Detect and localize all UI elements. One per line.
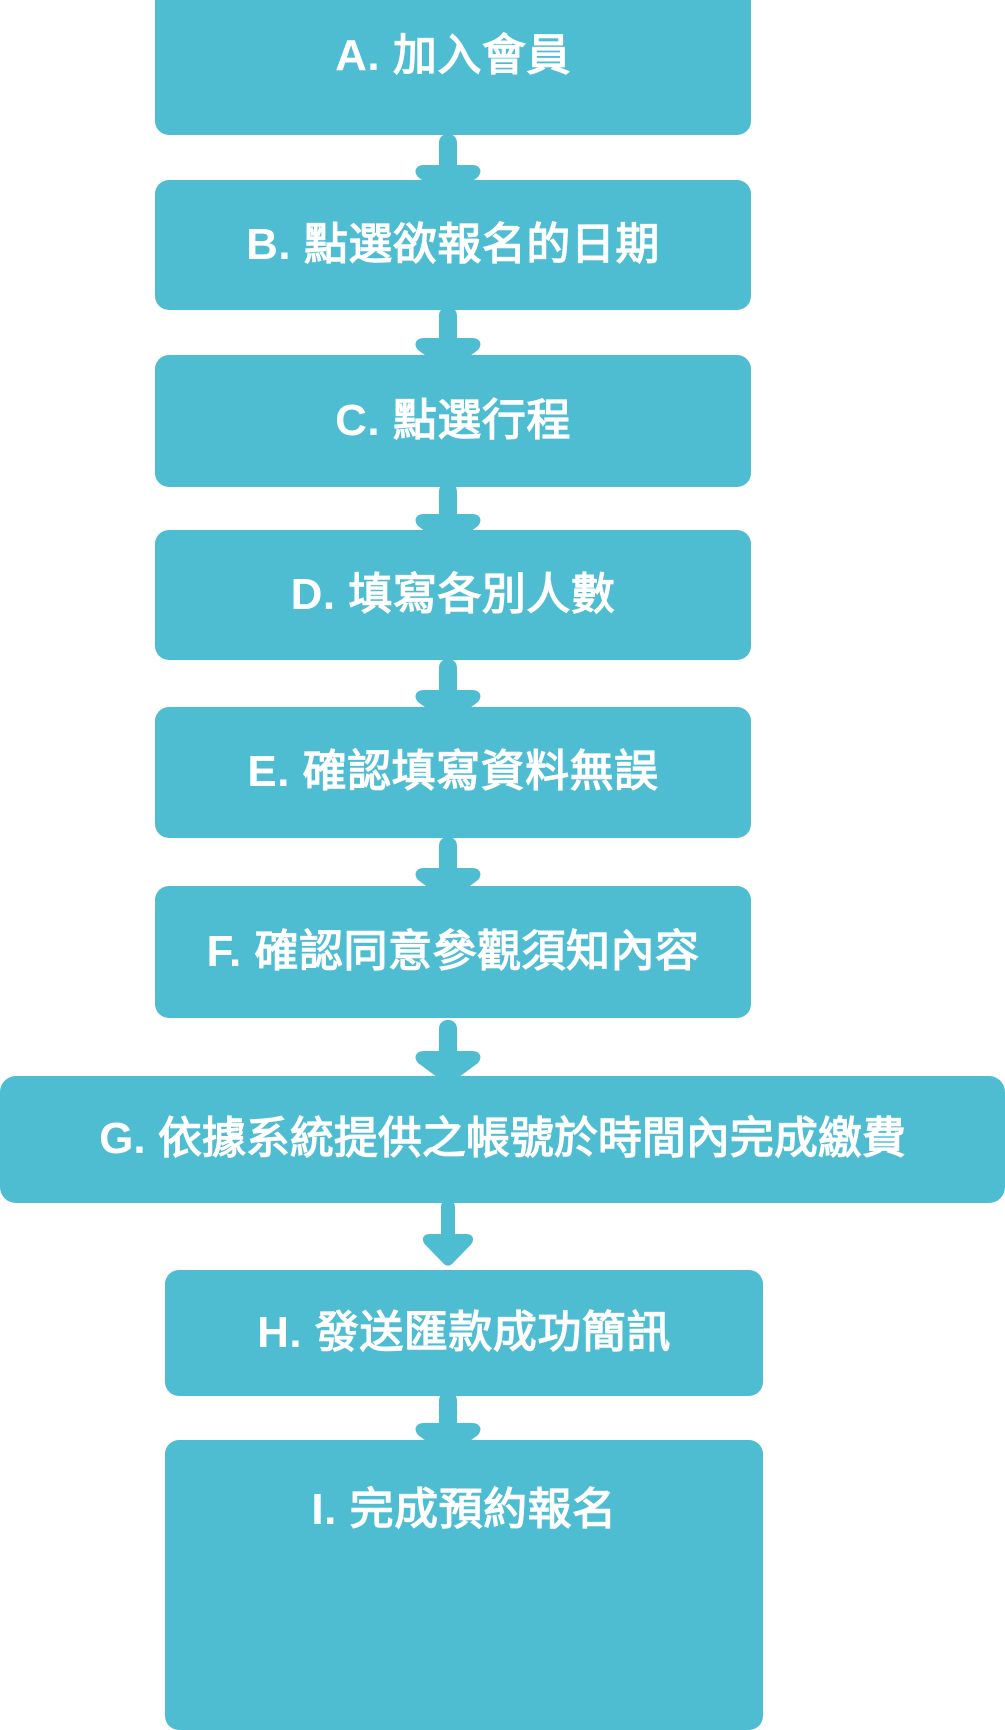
- flow-step-a-label: A. 加入會員: [335, 31, 571, 81]
- arrow-down-icon: [410, 659, 486, 723]
- flow-step-f: F. 確認同意參觀須知內容: [155, 886, 751, 1018]
- flow-step-h: H. 發送匯款成功簡訊: [165, 1270, 763, 1396]
- flow-step-e: E. 確認填寫資料無誤: [155, 707, 751, 838]
- flow-step-b: B. 點選欲報名的日期: [155, 180, 751, 310]
- arrow-down-icon: [410, 1020, 486, 1084]
- flow-step-i: I. 完成預約報名: [165, 1440, 763, 1730]
- flow-step-c: C. 點選行程: [155, 355, 751, 487]
- flow-step-e-label: E. 確認填寫資料無誤: [247, 747, 659, 797]
- arrow-down-icon: [417, 1200, 479, 1268]
- flow-step-c-label: C. 點選行程: [335, 395, 571, 445]
- arrow-down-icon: [410, 307, 486, 371]
- flow-step-d: D. 填寫各別人數: [155, 530, 751, 660]
- flow-step-h-label: H. 發送匯款成功簡訊: [257, 1307, 671, 1357]
- flow-step-g-label: G. 依據系統提供之帳號於時間內完成繳費: [99, 1114, 906, 1164]
- flow-step-b-label: B. 點選欲報名的日期: [246, 219, 660, 269]
- flow-step-a: A. 加入會員: [155, 0, 751, 135]
- arrow-down-icon: [410, 837, 486, 901]
- flow-step-g: G. 依據系統提供之帳號於時間內完成繳費: [0, 1076, 1005, 1203]
- flow-step-f-label: F. 確認同意參觀須知內容: [206, 926, 700, 976]
- flow-step-d-label: D. 填寫各別人數: [290, 569, 616, 619]
- arrow-down-icon: [410, 1392, 486, 1456]
- arrow-down-icon: [410, 483, 486, 547]
- flow-step-i-label: I. 完成預約報名: [311, 1485, 617, 1534]
